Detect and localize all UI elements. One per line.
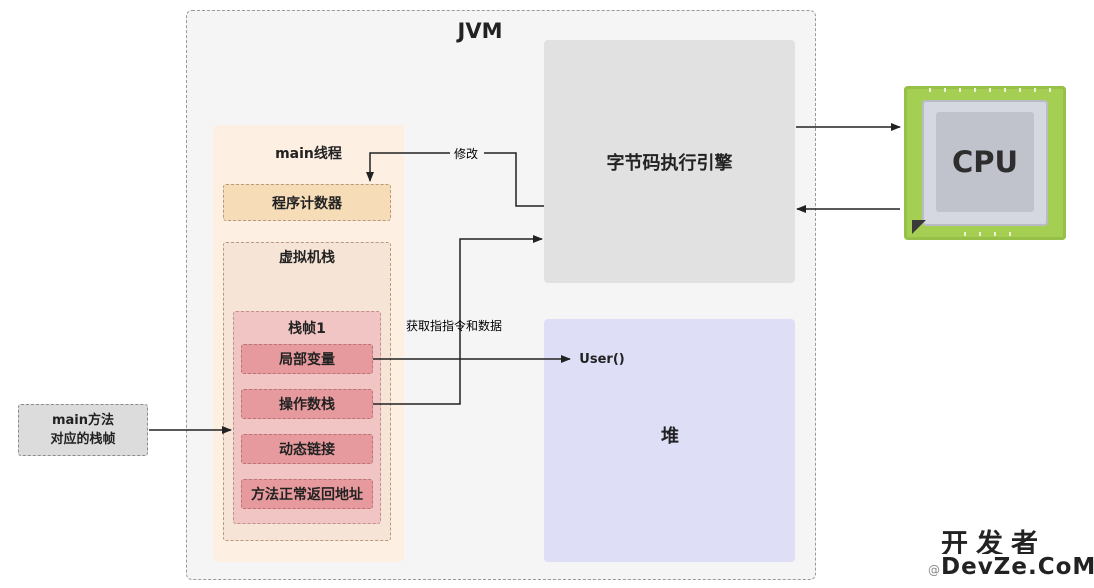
frame-item-operand-stack: 操作数栈: [241, 389, 373, 419]
cpu-label: CPU: [936, 112, 1034, 212]
frame-item-dynamic-linking: 动态链接: [241, 434, 373, 464]
heap-label: 堆: [661, 426, 679, 447]
jvm-title: JVM: [457, 19, 503, 43]
bytecode-engine: 字节码执行引擎: [544, 40, 795, 283]
watermark-prefix: @: [928, 563, 941, 577]
frame-item-return-address: 方法正常返回地址: [241, 479, 373, 509]
frame-item-label: 动态链接: [279, 442, 335, 458]
main-method-frame: main方法 对应的栈帧: [18, 404, 148, 456]
main-method-line1: main方法: [51, 413, 115, 428]
stack-frame-title: 栈帧1: [288, 321, 326, 337]
frame-item-label: 方法正常返回地址: [251, 487, 363, 503]
frame-item-local-variables: 局部变量: [241, 344, 373, 374]
watermark-line2: @DevZe.CoM: [925, 554, 1094, 580]
cpu-corner-mark-icon: [912, 220, 926, 234]
modify-arrow: [366, 152, 544, 207]
frame-item-label: 局部变量: [279, 352, 335, 368]
program-counter: 程序计数器: [223, 184, 391, 221]
vm-stack-title: 虚拟机栈: [279, 250, 335, 266]
frame-item-label: 操作数栈: [279, 397, 335, 413]
main-method-line2: 对应的栈帧: [50, 432, 116, 447]
heap-area: [544, 319, 795, 562]
watermark-line2-text: DevZe.CoM: [941, 554, 1094, 580]
cpu-pins-icon: [929, 88, 1051, 236]
fetch-label: 获取指指令和数据: [406, 318, 502, 333]
modify-label: 修改: [454, 146, 478, 161]
main-thread-title: main线程: [275, 146, 342, 162]
program-counter-label: 程序计数器: [272, 195, 342, 212]
bytecode-engine-label: 字节码执行引擎: [606, 152, 733, 174]
user-object-label: User(): [579, 351, 625, 367]
fetch-arrow: [373, 235, 543, 405]
watermark: 开发者 @DevZe.CoM: [925, 522, 1094, 584]
